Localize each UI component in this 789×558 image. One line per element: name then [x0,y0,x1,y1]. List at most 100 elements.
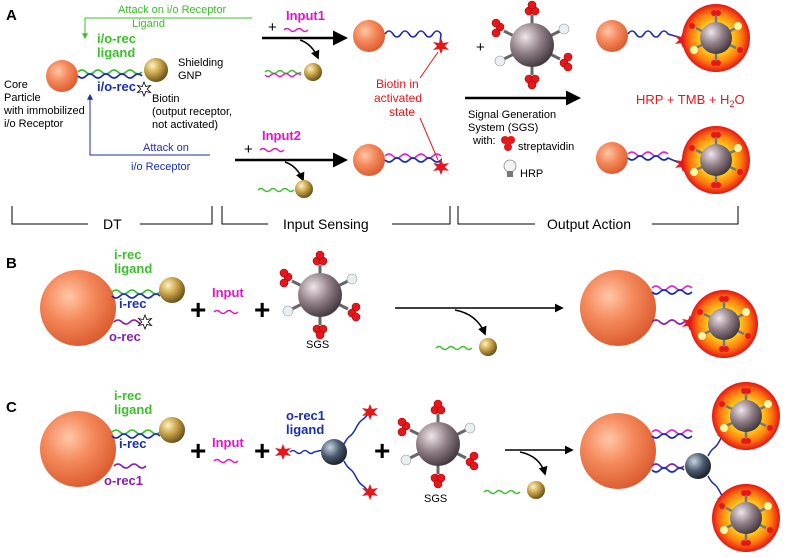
output-input-strand-2 [627,151,669,157]
section-brackets [11,206,739,225]
o-rec1-ligand-label-1: o-rec1 [286,408,325,423]
signal-particle-2 [680,124,752,196]
core-particle-c [40,411,116,487]
signal-particle-1 [680,2,752,74]
released-ligand-2 [257,187,295,193]
sgs-label-b: SGS [306,339,329,351]
receptor-strand [77,73,143,79]
hrp-label: HRP [520,168,543,180]
output-o-rec-strand-b [651,319,690,325]
panel-b-letter: B [6,255,17,272]
input2-label: Input2 [262,128,301,143]
plus-c-1: + [190,435,206,466]
output-receptor-strand-b [651,289,693,295]
released-ligand-c [483,489,521,495]
i-rec-ligand-label-1-c: i-rec [114,388,141,403]
receptor-strand-c [111,433,161,439]
input1-label: Input1 [286,8,325,23]
shielding-gnp-b [159,277,185,303]
attack-bottom-label-1: Attack on [143,142,189,154]
i-rec-ligand-label-1-b: i-rec [114,247,141,262]
output-o-rec1-ligand-strand-c [651,467,685,473]
release-arrow-b [454,309,487,336]
o-rec-label-b: o-rec [109,329,141,344]
activated-strand-2 [384,157,443,167]
biotin-label-3: not activated) [152,119,218,131]
output-input-strand-b [651,285,693,291]
biotin-label-1: Biotin [152,93,180,105]
streptavidin-icon [501,136,515,151]
sgs-label-c: SGS [424,493,447,505]
io-rec-ligand-label-2: ligand [97,45,135,60]
i-rec-ligand-label-2-c: ligand [114,402,152,417]
plus-c-2: + [254,435,270,466]
biotin-activated-label-3: state [389,105,415,119]
output-strand-2 [627,155,683,165]
o-rec1-ligand-strand-1 [289,449,324,455]
plus-b-1: + [190,294,206,325]
core-label-1: Core [4,79,28,91]
core-label-3: with immobilized [3,105,85,117]
released-gnp-2 [295,180,313,198]
release-arrow-c [519,451,548,476]
biotin-icon [137,81,151,97]
sgs-particle-a [490,0,574,91]
biotin-activated-icon-1 [433,38,449,54]
activated-core-2 [353,144,385,176]
signal-particle-c-1 [710,380,782,452]
reaction-label: HRP + TMB + H2O [636,92,745,109]
input1-release-arrow [299,39,320,60]
sgs-label-2: System (SGS) [468,122,538,134]
output-receptor-strand-c [651,433,693,439]
i-rec-label-c: i-rec [119,436,146,451]
input1-strand [283,27,309,33]
ligand-strand [77,69,143,75]
io-rec-label: i/o-rec [97,79,136,94]
attack-top-label-2: Ligand [132,18,165,30]
core-label-4: i/o Receptor [4,118,64,130]
released-ligand-b [435,345,473,351]
o-rec1-ligand-strand-2 [343,413,369,445]
shielding-label-1: Shielding [178,57,223,69]
core-particle-b [40,270,116,346]
o-rec1-ligand-strand-3 [343,460,369,492]
shielding-label-2: GNP [178,70,202,82]
plus-c-3: + [374,435,390,466]
activated-strand-1 [384,30,442,45]
biotin-activated-label-2: activated [374,91,422,105]
attack-receptor-arrow [87,93,210,156]
biotin-pointer-2 [419,117,439,161]
streptavidin-label: streptavidin [518,141,574,153]
receptor-strand-b [111,293,161,299]
biotin-icon-b [138,314,152,330]
attack-top-label-1: Attack on i/o Receptor [118,4,227,16]
output-strand-1 [627,30,683,39]
activated-core-1 [353,20,385,52]
released-gnp-b [479,338,497,356]
released-gnp-1 [304,63,322,81]
section-dt: DT [103,216,122,232]
i-rec-label-b: i-rec [119,296,146,311]
panel-a-letter: A [6,7,17,24]
input-strand-b [213,309,239,315]
biotin-label-2: (output receptor, [152,106,232,118]
output-o-rec1-particle [685,453,711,479]
core-particle [46,60,78,92]
released-ligand-1 [264,69,302,75]
output-core-c [580,413,656,489]
output-core-1 [596,20,628,52]
input-label-b: Input [212,285,244,300]
biotin-activated-label-1: Biotin in [376,77,419,91]
output-core-2 [596,142,628,174]
released-gnp-c [527,481,545,499]
core-label-2: Particle [4,92,41,104]
shielding-gnp [144,58,168,82]
shielding-gnp-c [159,417,185,443]
o-rec1-label-c: o-rec1 [104,473,143,488]
plus-input2: + [244,141,253,158]
sgs-particle-b [278,249,362,341]
section-input-sensing: Input Sensing [283,216,369,232]
input-label-c: Input [212,435,244,450]
o-rec1-ligand-biotin-1 [275,444,291,460]
input2-release-arrow [284,161,305,182]
